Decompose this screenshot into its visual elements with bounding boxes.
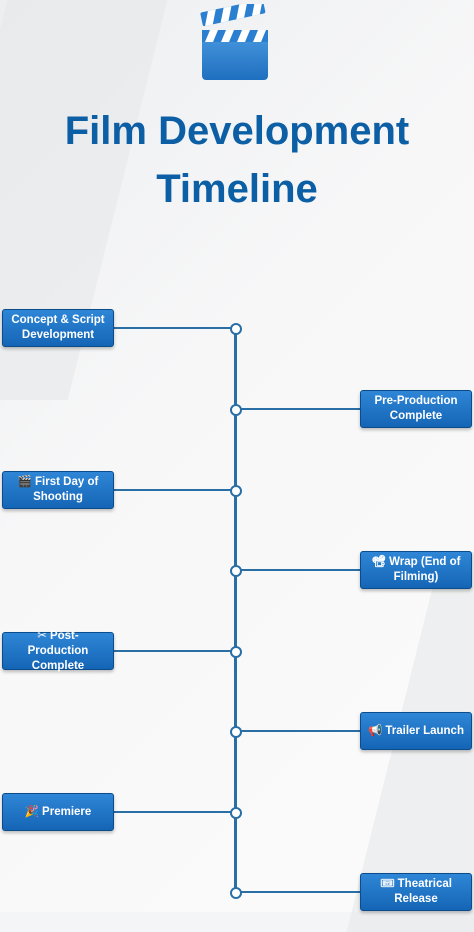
timeline-node (230, 565, 242, 577)
clapper-icon: 🎬 (17, 476, 33, 488)
title-line-1: Film Development (64, 109, 410, 153)
megaphone-icon: 📢 (368, 724, 383, 737)
event-label: Post-Production Complete (27, 629, 89, 672)
event-theatrical-release[interactable]: 🎟Theatrical Release (360, 873, 472, 911)
connector-line (114, 650, 236, 652)
event-label: First Day of Shooting (33, 476, 99, 503)
connector-line (236, 569, 362, 571)
scissors-icon: ✂ (37, 629, 47, 642)
title-line-2: Timeline (156, 167, 318, 211)
connector-line (236, 891, 362, 893)
event-premiere[interactable]: 🎉Premiere (2, 793, 114, 831)
event-post-production[interactable]: ✂Post-Production Complete (2, 629, 114, 672)
connector-line (114, 489, 236, 491)
event-label: Pre-Production Complete (374, 395, 458, 422)
clapperboard-icon (199, 0, 271, 82)
event-trailer-launch[interactable]: 📢Trailer Launch (360, 712, 472, 750)
connector-line (236, 730, 362, 732)
projector-icon: 📽 (371, 556, 387, 568)
event-wrap[interactable]: 📽Wrap (End of Filming) (360, 551, 472, 589)
timeline-node (230, 646, 242, 658)
timeline-node (230, 726, 242, 738)
connector-line (114, 327, 236, 329)
event-pre-production[interactable]: Pre-Production Complete (360, 390, 472, 428)
timeline-node (230, 485, 242, 497)
timeline-node (230, 887, 242, 899)
event-label: Wrap (End of Filming) (389, 556, 461, 583)
connector-line (236, 408, 362, 410)
event-label: Theatrical Release (394, 878, 452, 905)
page-title: Film Development Timeline (0, 102, 474, 218)
event-label: Premiere (42, 805, 92, 818)
timeline-node (230, 404, 242, 416)
event-first-day-shooting[interactable]: 🎬First Day of Shooting (2, 471, 114, 509)
timeline-axis (234, 328, 237, 894)
timeline-node (230, 807, 242, 819)
connector-line (114, 811, 236, 813)
timeline-node (230, 323, 242, 335)
party-popper-icon: 🎉 (24, 805, 40, 818)
ticket-icon: 🎟 (380, 878, 395, 890)
event-label: Trailer Launch (385, 724, 464, 737)
event-label: Concept & Script Development (11, 314, 105, 341)
event-concept-script[interactable]: Concept & Script Development (2, 309, 114, 347)
